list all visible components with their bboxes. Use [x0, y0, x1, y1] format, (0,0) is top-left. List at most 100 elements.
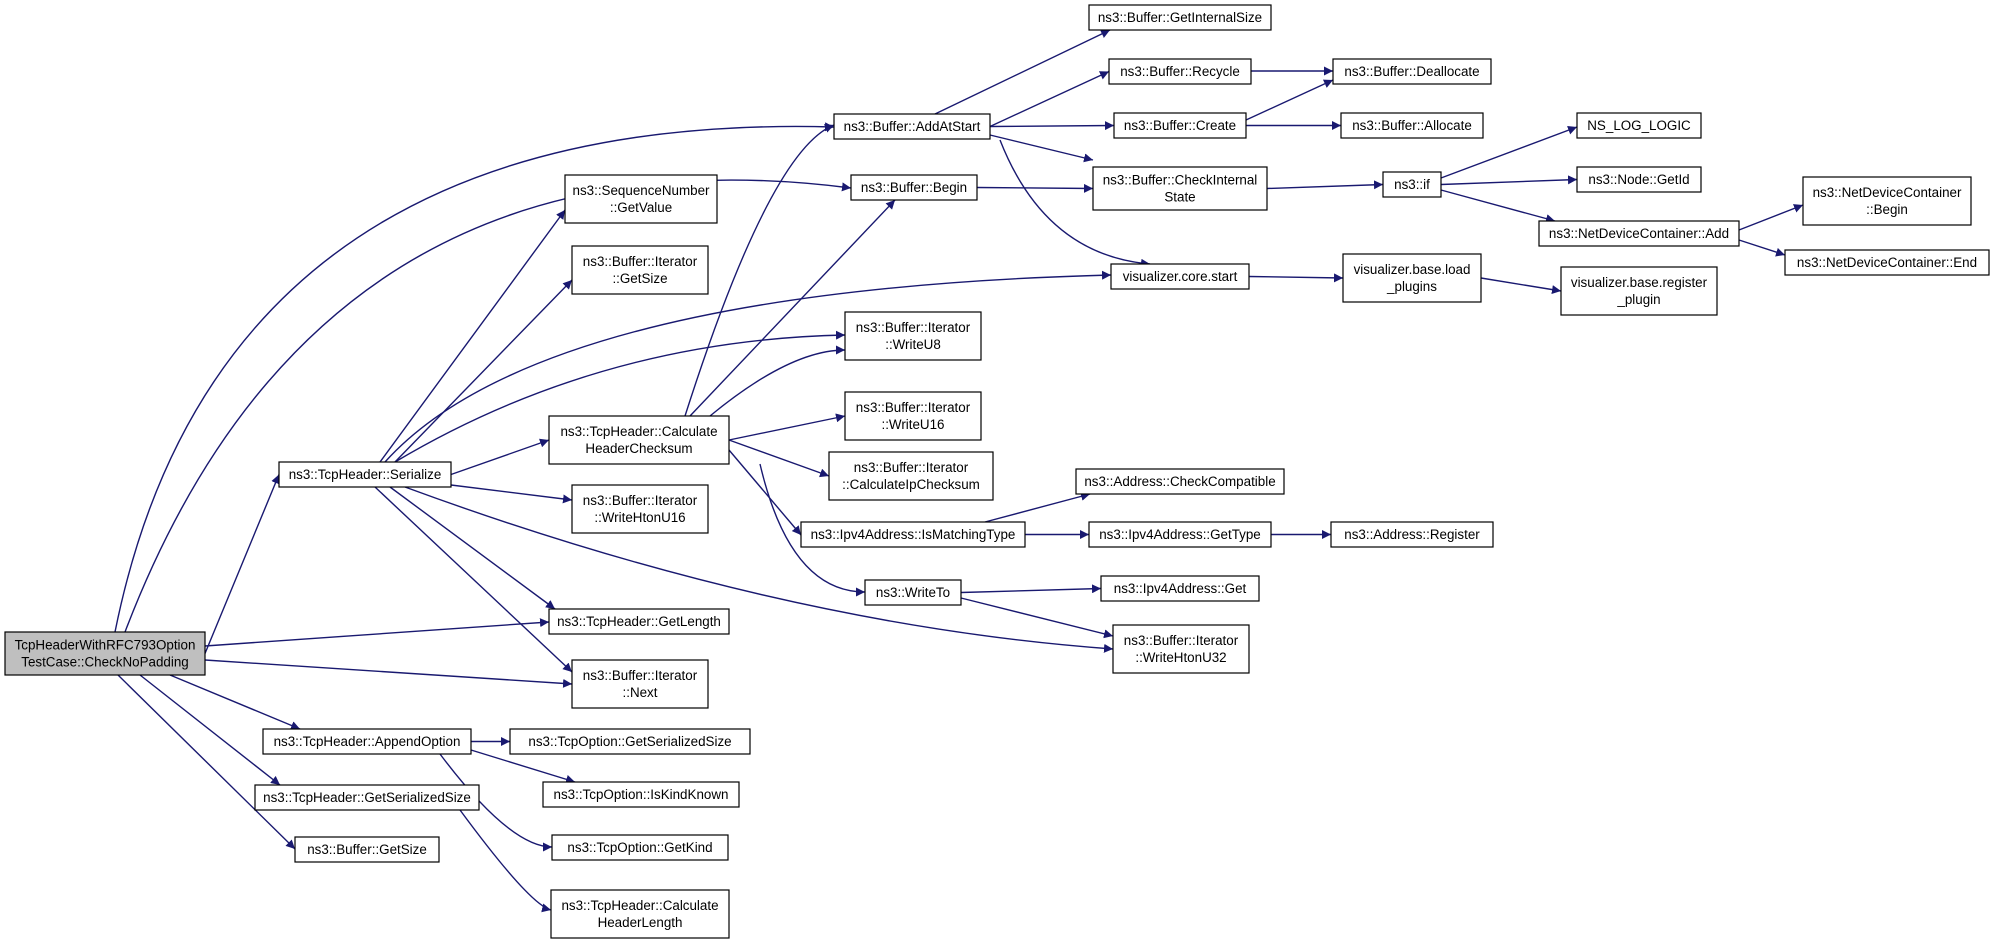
node-optSerSize[interactable]: ns3::TcpOption::GetSerializedSize	[509, 728, 751, 755]
node-optGetKind[interactable]: ns3::TcpOption::GetKind	[551, 834, 729, 861]
node-addrCheckCompat[interactable]: ns3::Address::CheckCompatible	[1075, 468, 1285, 495]
node-getInternalSize[interactable]: ns3::Buffer::GetInternalSize	[1088, 4, 1272, 31]
node-box[interactable]	[564, 174, 718, 224]
node-recycle[interactable]: ns3::Buffer::Recycle	[1108, 58, 1252, 85]
node-isMatchingType[interactable]: ns3::Ipv4Address::IsMatchingType	[800, 521, 1026, 548]
node-box[interactable]	[844, 311, 982, 361]
node-deallocate[interactable]: ns3::Buffer::Deallocate	[1332, 58, 1492, 85]
edge-serialize-to-iterGetSize	[394, 279, 573, 463]
node-box[interactable]	[1088, 4, 1272, 31]
node-box[interactable]	[548, 415, 730, 465]
node-box[interactable]	[548, 608, 730, 635]
node-getSerializedSize[interactable]: ns3::TcpHeader::GetSerializedSize	[254, 784, 480, 811]
node-optKindKnown[interactable]: ns3::TcpOption::IsKindKnown	[542, 781, 740, 808]
node-nsLogLogic[interactable]: NS_LOG_LOGIC	[1576, 112, 1702, 139]
node-box[interactable]	[1088, 521, 1272, 548]
node-box[interactable]	[1340, 112, 1484, 139]
node-label: ns3::Ipv4Address::Get	[1114, 581, 1247, 596]
node-allocate[interactable]: ns3::Buffer::Allocate	[1340, 112, 1484, 139]
node-box[interactable]	[571, 245, 709, 295]
node-addAtStart[interactable]: ns3::Buffer::AddAtStart	[833, 113, 991, 140]
node-box[interactable]	[1108, 58, 1252, 85]
node-box[interactable]	[1342, 253, 1482, 303]
node-getLength[interactable]: ns3::TcpHeader::GetLength	[548, 608, 730, 635]
node-label: ns3::NetDeviceContainer::End	[1797, 255, 1977, 270]
node-box[interactable]	[800, 521, 1026, 548]
edge-calcChecksum-to-begin	[689, 199, 896, 417]
node-box[interactable]	[4, 631, 206, 676]
node-box[interactable]	[864, 579, 962, 606]
node-box[interactable]	[1332, 58, 1492, 85]
node-iterNext[interactable]: ns3::Buffer::Iterator::Next	[571, 659, 709, 709]
node-box[interactable]	[1560, 266, 1718, 316]
node-box[interactable]	[254, 784, 480, 811]
node-box[interactable]	[1113, 112, 1247, 139]
node-serialize[interactable]: ns3::TcpHeader::Serialize	[278, 461, 452, 488]
node-addrRegister[interactable]: ns3::Address::Register	[1330, 521, 1494, 548]
edge-serialize-to-writeHtonU16	[450, 484, 573, 504]
node-box[interactable]	[1110, 263, 1250, 290]
node-calcIpChecksum[interactable]: ns3::Buffer::Iterator::CalculateIpChecks…	[828, 451, 994, 501]
node-loadPlugins[interactable]: visualizer.base.load_plugins	[1342, 253, 1482, 303]
node-box[interactable]	[1802, 176, 1972, 226]
node-box[interactable]	[844, 391, 982, 441]
node-box[interactable]	[1538, 220, 1740, 247]
node-box[interactable]	[1576, 112, 1702, 139]
edge-calcChecksum-to-writeU8	[709, 345, 846, 417]
edge-ndcAdd-to-ndcBegin	[1738, 204, 1804, 231]
node-box[interactable]	[828, 451, 994, 501]
node-ipv4GetType[interactable]: ns3::Ipv4Address::GetType	[1088, 521, 1272, 548]
node-writeU16[interactable]: ns3::Buffer::Iterator::WriteU16	[844, 391, 982, 441]
node-writeHtonU16[interactable]: ns3::Buffer::Iterator::WriteHtonU16	[571, 484, 709, 534]
node-box[interactable]	[278, 461, 452, 488]
node-box[interactable]	[542, 781, 740, 808]
node-box[interactable]	[551, 834, 729, 861]
node-box[interactable]	[1100, 575, 1260, 602]
node-nsIf[interactable]: ns3::if	[1382, 171, 1442, 198]
node-label: ::WriteU16	[881, 417, 944, 432]
node-label: ns3::Buffer::Iterator	[583, 493, 698, 508]
node-box[interactable]	[1382, 171, 1442, 198]
node-writeTo[interactable]: ns3::WriteTo	[864, 579, 962, 606]
node-box[interactable]	[1075, 468, 1285, 495]
node-label: State	[1164, 190, 1195, 205]
node-box[interactable]	[1330, 521, 1494, 548]
node-nodeGetId[interactable]: ns3::Node::GetId	[1576, 166, 1702, 193]
node-label: ns3::Buffer::Iterator	[856, 320, 971, 335]
node-seqGetValue[interactable]: ns3::SequenceNumber::GetValue	[564, 174, 718, 224]
node-begin[interactable]: ns3::Buffer::Begin	[850, 174, 978, 201]
node-box[interactable]	[294, 836, 440, 863]
node-box[interactable]	[1112, 624, 1250, 674]
node-writeU8[interactable]: ns3::Buffer::Iterator::WriteU8	[844, 311, 982, 361]
node-ipv4Get[interactable]: ns3::Ipv4Address::Get	[1100, 575, 1260, 602]
node-box[interactable]	[571, 659, 709, 709]
node-box[interactable]	[1092, 166, 1268, 211]
node-box[interactable]	[509, 728, 751, 755]
node-vizStart[interactable]: visualizer.core.start	[1110, 263, 1250, 290]
node-ndcBegin[interactable]: ns3::NetDeviceContainer::Begin	[1802, 176, 1972, 226]
node-label: ::Next	[623, 685, 658, 700]
node-appendOption[interactable]: ns3::TcpHeader::AppendOption	[262, 728, 472, 755]
node-box[interactable]	[262, 728, 472, 755]
node-box[interactable]	[1576, 166, 1702, 193]
node-box[interactable]	[833, 113, 991, 140]
node-ndcEnd[interactable]: ns3::NetDeviceContainer::End	[1784, 249, 1990, 276]
node-box[interactable]	[850, 174, 978, 201]
node-create[interactable]: ns3::Buffer::Create	[1113, 112, 1247, 139]
node-bufGetSize[interactable]: ns3::Buffer::GetSize	[294, 836, 440, 863]
node-label: ::GetSize	[612, 271, 667, 286]
edge-writeTo-to-writeHtonU32	[960, 597, 1114, 639]
node-box[interactable]	[571, 484, 709, 534]
node-label: ns3::Buffer::Iterator	[856, 400, 971, 415]
node-box[interactable]	[550, 889, 730, 939]
node-label: ::WriteHtonU32	[1135, 650, 1226, 665]
node-registerPlugin[interactable]: visualizer.base.register_plugin	[1560, 266, 1718, 316]
node-iterGetSize[interactable]: ns3::Buffer::Iterator::GetSize	[571, 245, 709, 295]
node-box[interactable]	[1784, 249, 1990, 276]
node-root[interactable]: TcpHeaderWithRFC793OptionTestCase::Check…	[4, 631, 206, 676]
node-ndcAdd[interactable]: ns3::NetDeviceContainer::Add	[1538, 220, 1740, 247]
node-writeHtonU32[interactable]: ns3::Buffer::Iterator::WriteHtonU32	[1112, 624, 1250, 674]
